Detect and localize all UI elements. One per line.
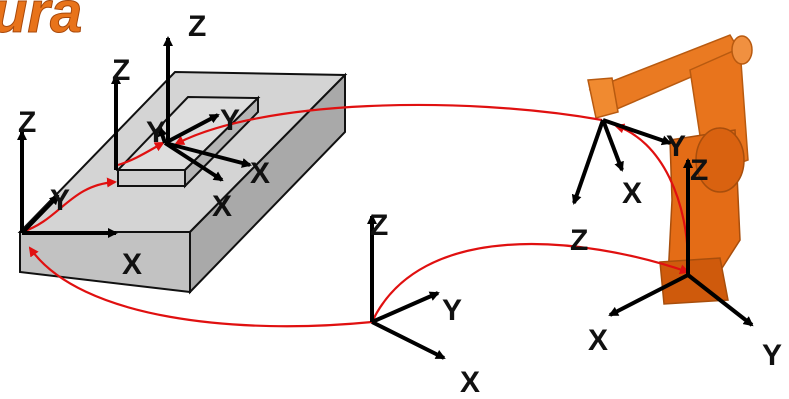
- world-y-axis: [371, 291, 440, 324]
- base-z-label: Z: [690, 154, 708, 187]
- box-front-face: [19, 231, 191, 294]
- object-z-label: Z: [112, 54, 130, 87]
- tool-z-label: Z: [570, 224, 588, 257]
- user-y-label: Y: [50, 184, 70, 217]
- tool-x-axis: [601, 119, 624, 172]
- relation-user-to-object: [21, 177, 117, 234]
- inner-plate-front: [117, 169, 186, 187]
- work-x-label: X: [250, 157, 270, 190]
- workpiece-box: [17, 70, 348, 295]
- relation-world-to-user: [28, 246, 373, 328]
- work-x-axis: [163, 141, 224, 182]
- industrial-robot: [587, 34, 753, 305]
- user-z-label: Z: [18, 106, 36, 139]
- world-z-label: Z: [370, 209, 388, 242]
- object-x-label: X: [212, 190, 232, 223]
- tool-y-label: Y: [666, 130, 686, 163]
- base-y-label: Y: [762, 339, 782, 372]
- title-fragment: ura: [0, 0, 82, 45]
- robot-wrist: [587, 77, 619, 119]
- robot-shoulder: [695, 127, 745, 193]
- robot-top-joint: [731, 35, 753, 65]
- tool-y-axis: [602, 118, 672, 146]
- world-x-axis: [371, 320, 446, 360]
- work-y-label: Y: [220, 104, 240, 137]
- object-x-axis: [164, 141, 252, 168]
- object-z2-label: Z: [188, 10, 206, 43]
- relation-object-to-work: [117, 142, 165, 167]
- user-y-axis: [20, 194, 60, 235]
- inner-plate-side: [184, 95, 259, 189]
- coordinate-axes: [17, 36, 754, 360]
- object-y-axis: [164, 113, 220, 145]
- user-x-label: X: [122, 248, 142, 281]
- base-x-label: X: [588, 324, 608, 357]
- work-y-axis: [157, 126, 168, 144]
- axis-labels: Z Y X Z Z Y Y X X Z Y X Y X Z Z X Y: [18, 10, 782, 399]
- world-y-label: Y: [442, 294, 462, 327]
- world-x-label: X: [460, 366, 480, 399]
- base-x-axis: [608, 273, 689, 317]
- relation-tool-to-work: [174, 103, 603, 145]
- object-y-label: Y: [146, 116, 166, 149]
- tool-x-label: X: [622, 177, 642, 210]
- relation-world-to-base: [371, 242, 690, 323]
- tool-z-axis: [571, 119, 605, 205]
- base-y-axis: [686, 273, 754, 327]
- box-side-face: [189, 72, 346, 295]
